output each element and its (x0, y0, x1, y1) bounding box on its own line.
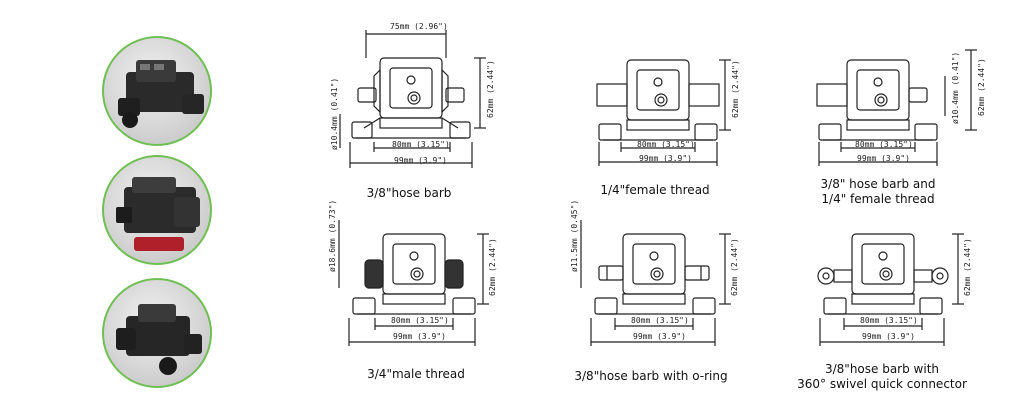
dim-left: ø10.4mm (0.41") (330, 77, 339, 150)
caption-barb-oring: 3/8"hose barb with o-ring (574, 369, 728, 383)
pump-photo-3 (102, 278, 212, 388)
pump-outline (817, 233, 964, 346)
dim-mid: 80mm (3.15") (637, 140, 695, 149)
dim-left: ø18.6mm (0.73") (328, 199, 337, 272)
drawing-barb-oring: ø11.5mm (0.45") 62mm (2.44") 80mm (3.15"… (565, 200, 745, 360)
dim-right: ø10.4mm (0.41") (951, 51, 960, 124)
pump-outline (816, 49, 977, 166)
dim-height: 62mm (2.44") (963, 238, 972, 296)
dim-mid: 80mm (3.15") (391, 316, 449, 325)
caption-female-thread: 1/4"female thread (600, 183, 710, 197)
dim-bottom: 99mm (3.9") (857, 154, 910, 163)
caption-male-thread: 3/4"male thread (367, 367, 465, 381)
dim-height: 62mm (2.44") (488, 238, 497, 296)
pump-outline (596, 59, 731, 166)
drawing-male-thread: ø18.6mm (0.73") 62mm (2.44") 80mm (3.15"… (325, 200, 500, 360)
caption-barb-and-thread: 3/8" hose barb and 1/4" female thread (820, 177, 936, 206)
dim-bottom: 99mm (3.9") (862, 332, 915, 341)
dim-mid: 80mm (3.15") (855, 140, 913, 149)
dim-height: 62mm (2.44") (730, 238, 739, 296)
pump-photo-1 (102, 36, 212, 146)
pump-outline (338, 220, 489, 346)
dim-mid: 80mm (3.15") (392, 140, 450, 149)
dim-top: 75mm (2.96") (390, 22, 448, 31)
drawing-barb-and-thread: ø10.4mm (0.41") 62mm (2.44") 80mm (3.15"… (805, 40, 990, 175)
dim-left: ø11.5mm (0.45") (570, 199, 579, 272)
pump-outline (580, 220, 731, 346)
dim-height: 62mm (2.44") (977, 58, 986, 116)
dim-height: 62mm (2.44") (486, 60, 495, 118)
dim-bottom: 99mm (3.9") (639, 154, 692, 163)
drawing-barb-swivel: 62mm (2.44") 80mm (3.15") 99mm (3.9") (800, 210, 980, 360)
dim-height: 62mm (2.44") (731, 60, 740, 118)
caption-barb-swivel: 3/8"hose barb with 360° swivel quick con… (797, 362, 967, 391)
pump-photo-2 (102, 155, 212, 265)
pump-outline (339, 30, 486, 168)
drawing-hose-barb: 75mm (2.96") 62mm (2.44") 80mm (3.15") 9… (330, 18, 505, 188)
dim-mid: 80mm (3.15") (860, 316, 918, 325)
dim-bottom: 99mm (3.9") (394, 156, 447, 165)
dim-mid: 80mm (3.15") (631, 316, 689, 325)
dim-bottom: 99mm (3.9") (633, 332, 686, 341)
caption-hose-barb: 3/8"hose barb (366, 186, 452, 200)
dim-bottom: 99mm (3.9") (393, 332, 446, 341)
drawing-female-thread: 62mm (2.44") 80mm (3.15") 99mm (3.9") (585, 40, 750, 175)
